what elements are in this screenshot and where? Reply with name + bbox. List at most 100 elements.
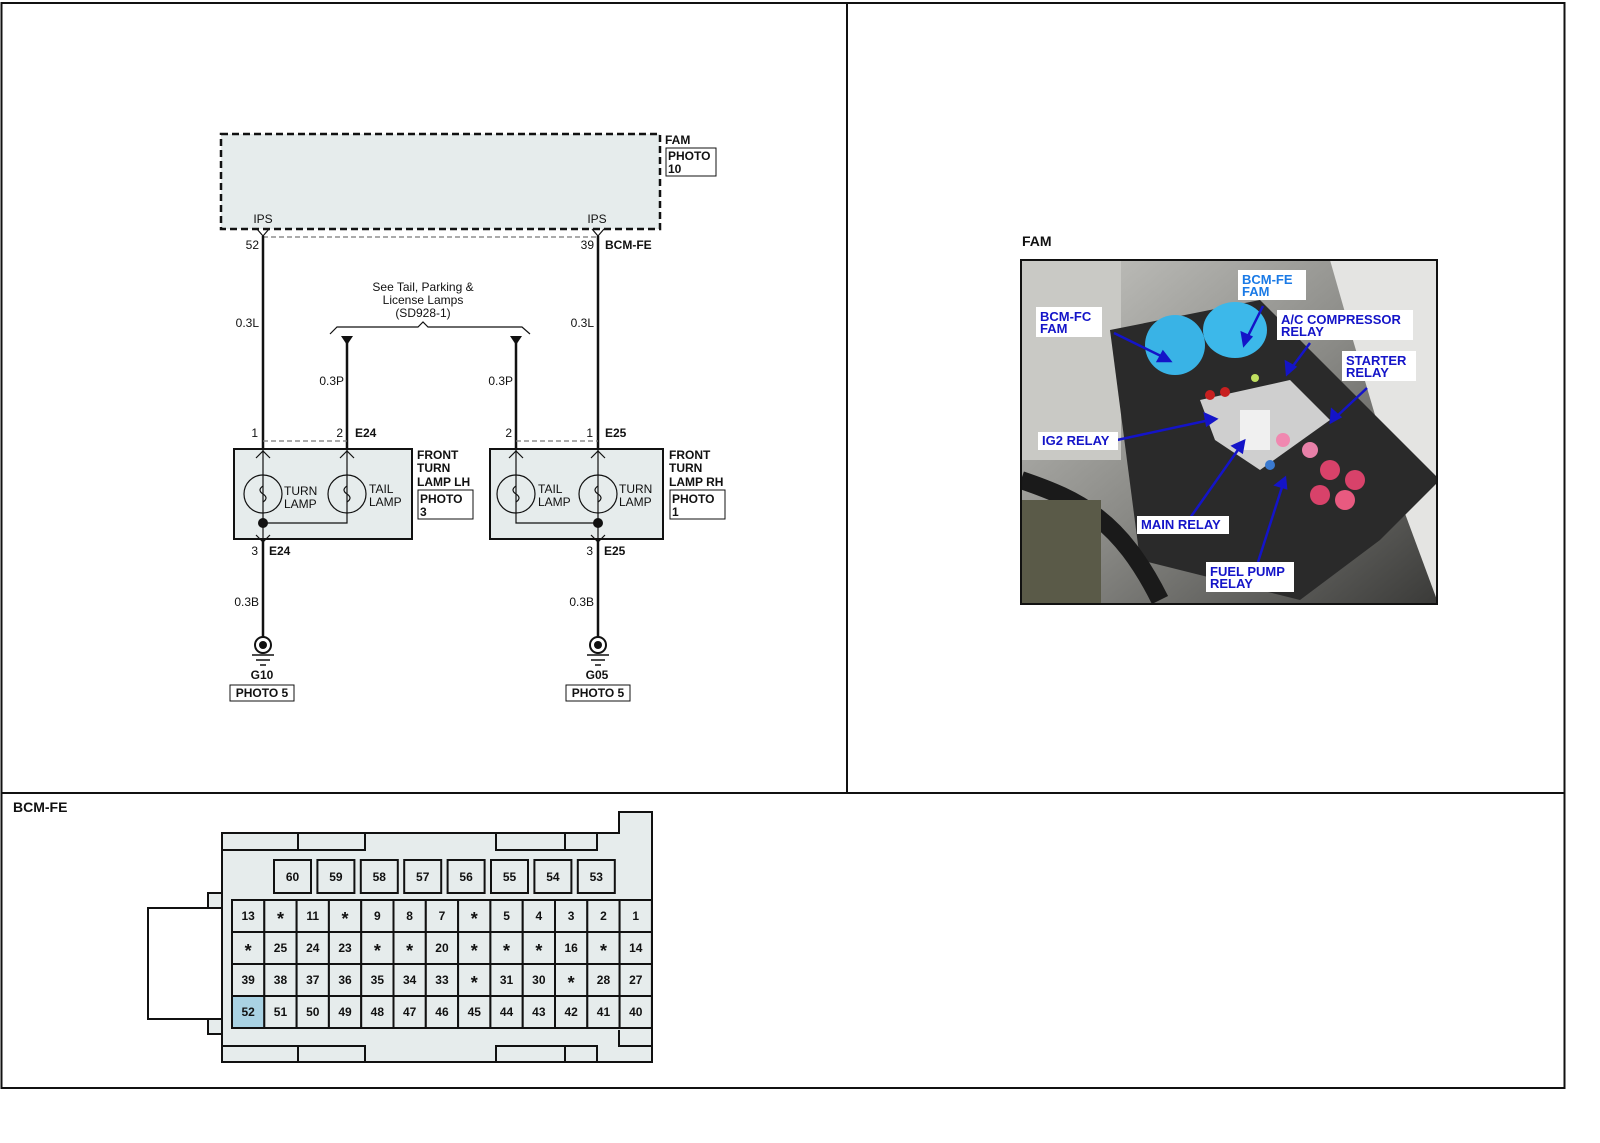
pin-48[interactable]: 48	[360, 995, 395, 1029]
pin-unused[interactable]: *	[457, 931, 492, 965]
pin-label: *	[245, 941, 252, 961]
pin-51[interactable]: 51	[263, 995, 298, 1029]
pin-unused[interactable]: *	[457, 963, 492, 997]
g05-photo-ref[interactable]: PHOTO 5	[565, 684, 631, 702]
pin-20[interactable]: 20	[424, 931, 460, 965]
pin-41[interactable]: 41	[586, 995, 621, 1029]
pin-56[interactable]: 56	[446, 859, 486, 894]
pin-unused[interactable]: *	[327, 899, 363, 933]
label-bcm-fe-fam: BCM-FE FAM	[1238, 270, 1306, 300]
pin-58[interactable]: 58	[359, 859, 399, 894]
pin-55[interactable]: 55	[490, 859, 529, 894]
pin-4[interactable]: 4	[521, 899, 557, 933]
fam-module-box	[219, 132, 662, 231]
svg-text:(SD928-1): (SD928-1)	[395, 306, 450, 320]
page-frame	[0, 2, 1566, 1089]
pin-50[interactable]: 50	[295, 995, 330, 1029]
svg-text:TURN: TURN	[417, 461, 450, 475]
pin-39[interactable]: 39	[231, 963, 266, 997]
pin-label: 27	[629, 973, 643, 987]
fam-photo-ref[interactable]: PHOTO 10	[665, 147, 717, 177]
pin-23[interactable]: 23	[327, 931, 363, 965]
pin-unused[interactable]: *	[263, 899, 298, 933]
pin-5[interactable]: 5	[489, 899, 524, 933]
pin-36[interactable]: 36	[327, 963, 363, 997]
tail-bulb-icon	[496, 474, 536, 514]
pin-16[interactable]: 16	[554, 931, 589, 965]
reference-note[interactable]: See Tail, Parking & License Lamps (SD928…	[329, 280, 531, 335]
pin-label: 24	[306, 941, 320, 955]
pin-43[interactable]: 43	[521, 995, 557, 1029]
pin-52-label: 52	[246, 238, 260, 252]
pin-27[interactable]: 27	[618, 963, 653, 997]
pin-24[interactable]: 24	[295, 931, 330, 965]
svg-text:License Lamps: License Lamps	[383, 293, 464, 307]
lh-photo-ref[interactable]: PHOTO 3	[417, 489, 474, 520]
ips-right-label: IPS	[587, 212, 606, 226]
pin-unused[interactable]: *	[231, 931, 266, 965]
pin-label: *	[471, 909, 478, 929]
pin-53[interactable]: 53	[576, 859, 616, 894]
pin-57[interactable]: 57	[403, 859, 443, 894]
pin-8[interactable]: 8	[392, 899, 427, 933]
pin-2[interactable]: 2	[586, 899, 621, 933]
pin-42[interactable]: 42	[554, 995, 589, 1029]
pin-1[interactable]: 1	[618, 899, 653, 933]
pin-label: *	[535, 941, 542, 961]
pin-unused[interactable]: *	[521, 931, 557, 965]
pin-46[interactable]: 46	[424, 995, 460, 1029]
pin-label: 35	[371, 973, 385, 987]
pin-label: 41	[597, 1005, 611, 1019]
pin-34[interactable]: 34	[392, 963, 427, 997]
pin-44[interactable]: 44	[489, 995, 524, 1029]
pin-label: 57	[416, 870, 430, 884]
pin-37[interactable]: 37	[295, 963, 330, 997]
rh-photo-ref[interactable]: PHOTO 1	[669, 489, 726, 520]
ground-g10-icon	[252, 636, 274, 666]
pin-35[interactable]: 35	[360, 963, 395, 997]
wire-right-tail-spec: 0.3P	[488, 374, 513, 388]
pin-47[interactable]: 47	[392, 995, 427, 1029]
pin-unused[interactable]: *	[457, 899, 492, 933]
svg-text:RELAY: RELAY	[1210, 576, 1253, 591]
pin-label: 45	[468, 1005, 482, 1019]
pin-label: 51	[274, 1005, 288, 1019]
pin-unused[interactable]: *	[360, 931, 395, 965]
pin-11[interactable]: 11	[295, 899, 330, 933]
pin-unused[interactable]: *	[392, 931, 427, 965]
svg-text:PHOTO: PHOTO	[668, 149, 710, 163]
svg-text:PHOTO 5: PHOTO 5	[572, 686, 625, 700]
pin-7[interactable]: 7	[424, 899, 460, 933]
pin-31[interactable]: 31	[489, 963, 524, 997]
pin-label: *	[406, 941, 413, 961]
pin-54[interactable]: 54	[533, 859, 573, 894]
pin-60[interactable]: 60	[273, 859, 312, 894]
pin-14[interactable]: 14	[618, 931, 653, 965]
pin-45[interactable]: 45	[457, 995, 492, 1029]
pin-28[interactable]: 28	[586, 963, 621, 997]
ground-g05-icon	[587, 636, 609, 666]
fam-photo-panel: FAM	[1020, 233, 1438, 605]
pin-59[interactable]: 59	[316, 859, 356, 894]
svg-text:STARTER: STARTER	[1346, 353, 1407, 368]
pin-25[interactable]: 25	[263, 931, 298, 965]
pin-40[interactable]: 40	[618, 995, 653, 1029]
pin-unused[interactable]: *	[554, 963, 589, 997]
pin-13[interactable]: 13	[231, 899, 266, 933]
tail-bulb-icon	[327, 474, 367, 514]
pin-label: 11	[306, 909, 319, 923]
svg-text:10: 10	[668, 162, 682, 176]
svg-text:LAMP: LAMP	[538, 495, 571, 509]
g10-photo-ref[interactable]: PHOTO 5	[229, 684, 295, 702]
pin-52[interactable]: 52	[231, 995, 266, 1029]
pin-9[interactable]: 9	[360, 899, 395, 933]
pin-30[interactable]: 30	[521, 963, 557, 997]
svg-text:0.3B: 0.3B	[234, 595, 259, 609]
pin-49[interactable]: 49	[327, 995, 363, 1029]
pin-33[interactable]: 33	[424, 963, 460, 997]
pin-38[interactable]: 38	[263, 963, 298, 997]
pin-unused[interactable]: *	[489, 931, 524, 965]
pin-unused[interactable]: *	[586, 931, 621, 965]
pin-3[interactable]: 3	[554, 899, 589, 933]
